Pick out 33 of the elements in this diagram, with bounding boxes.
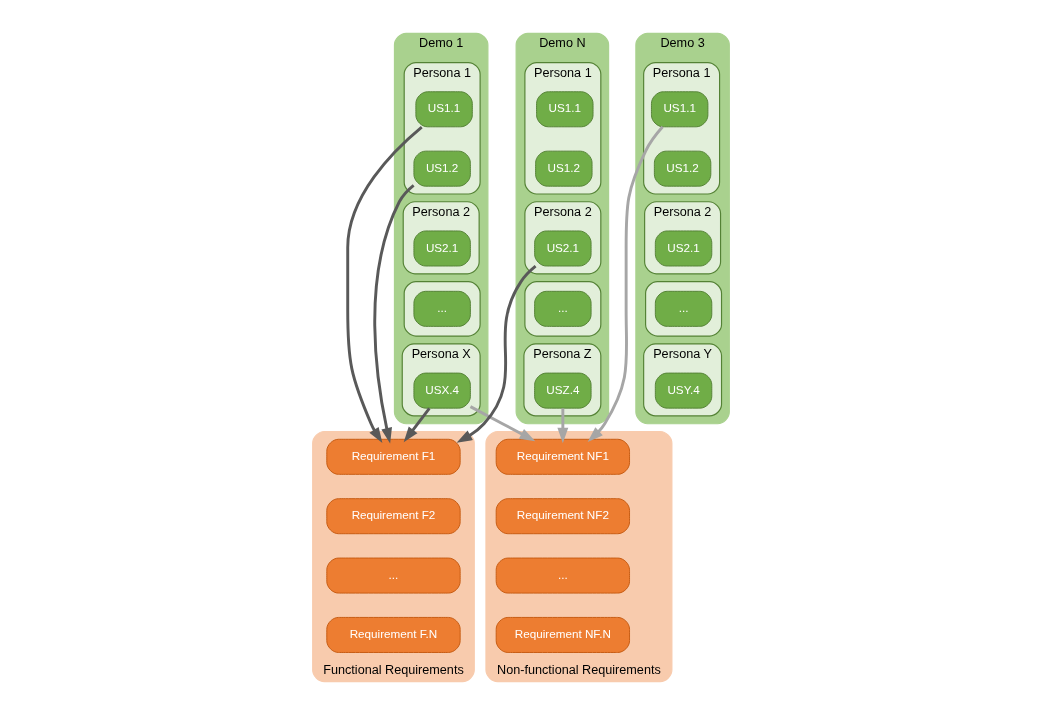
node-box: ... bbox=[654, 290, 713, 327]
node-box: Requirement F2 bbox=[326, 498, 461, 535]
node-box: ... bbox=[495, 557, 631, 594]
node-box: Requirement NF.N bbox=[495, 616, 631, 653]
arrow bbox=[557, 408, 569, 444]
node-box: ... bbox=[326, 557, 461, 594]
arrow bbox=[403, 407, 431, 443]
node-box: USZ.4 bbox=[534, 372, 592, 409]
node-box: US2.1 bbox=[534, 230, 592, 267]
node-box: ... bbox=[413, 290, 471, 327]
cluster bbox=[645, 281, 723, 337]
arrow bbox=[373, 184, 415, 444]
node-box: US1.1 bbox=[650, 91, 709, 128]
node-box: Requirement NF2 bbox=[495, 498, 631, 535]
node-box: US2.1 bbox=[654, 230, 713, 267]
node-box: US1.2 bbox=[653, 150, 712, 187]
node-box: Requirement F.N bbox=[326, 616, 461, 653]
node-box: US1.1 bbox=[536, 91, 594, 128]
cluster bbox=[524, 281, 602, 337]
arrow bbox=[456, 265, 537, 443]
arrow bbox=[587, 125, 664, 442]
node-box: Requirement NF1 bbox=[495, 438, 631, 475]
cluster bbox=[403, 281, 481, 337]
node-box: US2.1 bbox=[413, 230, 471, 267]
node-box: US1.2 bbox=[535, 150, 593, 187]
node-box: ... bbox=[534, 290, 592, 327]
node-box: US1.1 bbox=[415, 91, 473, 128]
node-box: Requirement F1 bbox=[326, 438, 461, 475]
node-box: US1.2 bbox=[413, 150, 471, 187]
node-box: USY.4 bbox=[654, 372, 713, 409]
arrow bbox=[469, 405, 536, 442]
arrow bbox=[346, 125, 423, 443]
node-box: USX.4 bbox=[413, 372, 471, 409]
